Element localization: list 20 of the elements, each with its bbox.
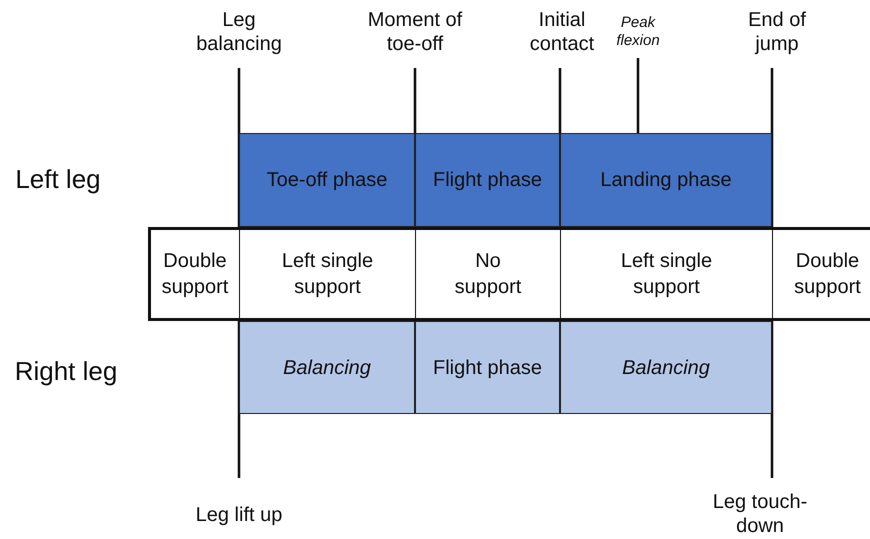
row-label: Left leg: [14, 164, 102, 196]
phase-box: Toe-off phase: [239, 133, 415, 227]
support-cell: Left single support: [560, 227, 772, 321]
support-cell: Double support: [772, 227, 870, 321]
support-cell: Double support: [148, 227, 239, 321]
support-cell: Left single support: [239, 227, 415, 321]
marker-label: Leg balancing: [195, 8, 283, 56]
row-label: Right leg: [14, 356, 118, 388]
marker-label: Leg touch-down: [712, 490, 808, 538]
marker-label: Peak flexion: [615, 14, 661, 50]
phase-box: Flight phase: [415, 133, 560, 227]
support-cell: No support: [415, 227, 560, 321]
phase-box: Balancing: [560, 321, 772, 414]
marker-label: Initial contact: [528, 8, 596, 56]
marker-label: Leg lift up: [194, 503, 284, 527]
phase-box: Balancing: [239, 321, 415, 414]
phase-box: Landing phase: [560, 133, 772, 227]
phase-box: Flight phase: [415, 321, 560, 414]
marker-label: End of jump: [747, 8, 807, 56]
marker-label: Moment of toe-off: [366, 8, 464, 56]
